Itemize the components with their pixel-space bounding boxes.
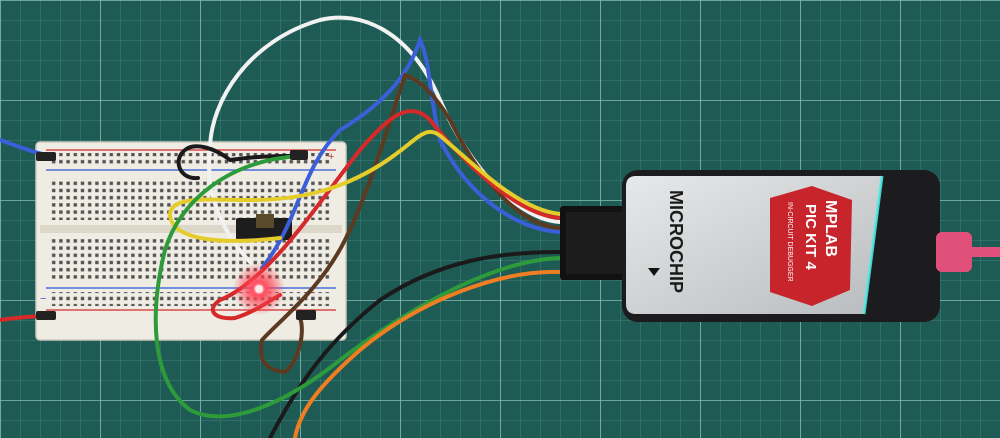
- badge-sub-text: IN-CIRCUIT DEBUGGER: [786, 202, 793, 282]
- pin-one-marker-icon: [648, 268, 660, 276]
- ic-chip: [236, 218, 292, 240]
- jumper-plug: [36, 152, 56, 161]
- brand-label: MICROCHIP: [666, 190, 686, 293]
- wire-blue: [260, 34, 562, 270]
- rail-minus-bottom-left: −: [40, 293, 46, 305]
- jumper-plug: [290, 150, 308, 160]
- small-component: [256, 214, 274, 228]
- badge-top-text: MPLAB: [822, 200, 839, 257]
- mplab-badge: [770, 186, 852, 306]
- wire-green: [153, 154, 562, 419]
- wires: [0, 15, 562, 438]
- wire-brown: [259, 72, 562, 375]
- badge-model-text: PIC KIT 4: [802, 204, 819, 271]
- jumper-plug: [296, 310, 316, 320]
- rail-plus-top-right: +: [328, 151, 334, 163]
- led: [255, 285, 263, 293]
- jumper-plug: [36, 311, 56, 320]
- usb-plug: [936, 232, 972, 272]
- debugger-device: MICROCHIP MPLAB PIC KIT 4 IN-CIRCUIT DEB…: [622, 170, 940, 322]
- wire-orange: [293, 269, 562, 438]
